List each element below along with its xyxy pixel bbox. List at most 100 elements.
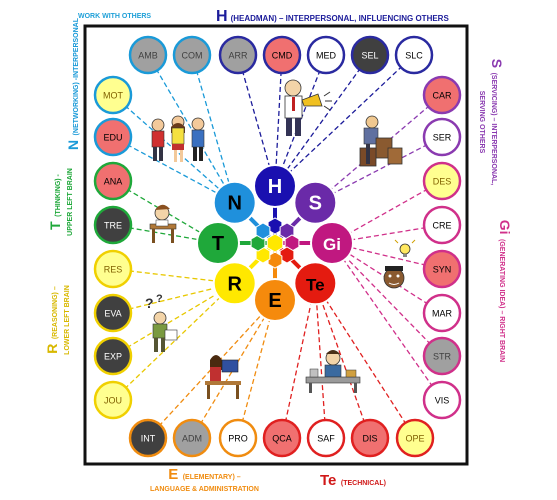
e-description-1: (ELEMENTARY) – (182, 474, 241, 481)
skill-node-com: COM (172, 35, 212, 75)
skill-circle-edu (93, 117, 133, 157)
reasoning-label: R (REASONING) – LOWER LEFT BRAIN (44, 265, 72, 375)
skill-label-vis: VIS (435, 396, 450, 406)
skill-label-arr: ARR (228, 51, 248, 61)
skill-node-med: MED (306, 35, 346, 75)
skill-label-mot: MOT (103, 91, 123, 101)
skill-label-jou: JOU (104, 396, 122, 406)
skill-node-ser: SER (422, 117, 462, 157)
r-description-2: LOWER LEFT BRAIN (64, 285, 71, 355)
skill-node-cmd: CMD (262, 35, 302, 75)
skill-label-ser: SER (433, 133, 452, 143)
skill-label-car: CAR (432, 91, 452, 101)
hex-n (255, 222, 271, 240)
skill-node-pro: PRO (218, 418, 258, 458)
hub-circle-te (293, 261, 338, 306)
skill-label-sel: SEL (361, 51, 378, 61)
skill-node-saf: SAF (306, 418, 346, 458)
connector-arr (237, 54, 276, 187)
skill-label-des: DES (433, 177, 452, 187)
skill-circle-dis (350, 418, 390, 458)
skill-circle-slc (394, 35, 434, 75)
hub-label-h: H (268, 176, 282, 198)
skill-label-qca: QCA (272, 434, 292, 444)
skill-circle-mot (93, 75, 133, 115)
illustrations: ? ? (145, 79, 416, 399)
skill-label-cre: CRE (432, 221, 451, 231)
skill-circle-str (422, 336, 462, 376)
connector-edu (112, 136, 236, 204)
h-letter: H (216, 8, 228, 25)
hub-circle-s (293, 180, 338, 225)
svg-text:?: ? (145, 295, 154, 311)
reasoning-question-illustration: ? ? (145, 293, 178, 352)
skill-label-edu: EDU (103, 133, 122, 143)
e-letter: E (168, 466, 179, 483)
t-description-1: (THINKING) - (55, 174, 62, 217)
skill-circle-res (93, 249, 133, 289)
thinking-student-illustration (149, 204, 177, 243)
skill-node-vis: VIS (422, 380, 462, 420)
skill-circle-cre (422, 205, 462, 245)
skill-node-amb: AMB (128, 35, 168, 75)
skill-node-dis: DIS (350, 418, 390, 458)
frame (83, 24, 469, 466)
skill-label-tre: TRE (104, 221, 122, 231)
skill-label-exp: EXP (104, 352, 122, 362)
skill-circle-ser (422, 117, 462, 157)
hub-label-r: R (227, 273, 242, 295)
elementary-label: E (ELEMENTARY) – LANGUAGE & ADMINISTRATI… (150, 467, 259, 494)
t-description-2: UPPER LEFT BRAIN (67, 168, 74, 236)
skill-label-mar: MAR (432, 309, 453, 319)
s-description-2: SERVING OTHERS (478, 90, 485, 154)
skill-circle-jou (93, 380, 133, 420)
hex-e (267, 251, 283, 269)
skill-node-mot: MOT (93, 75, 133, 115)
skill-label-amb: AMB (138, 51, 158, 61)
skill-label-res: RES (104, 265, 123, 275)
skill-node-syn: SYN (422, 249, 462, 289)
hub-label-t: T (212, 233, 224, 255)
skill-circle-adm (172, 418, 212, 458)
generating-idea-label: Gi (GENERATING IDEA) – RIGHT BRAIN (497, 206, 513, 376)
hub-label-s: S (309, 193, 322, 215)
servicing-luggage-illustration (359, 115, 403, 167)
skill-node-edu: EDU (93, 117, 133, 157)
skill-circle-cmd (262, 35, 302, 75)
hub-label-te: Te (306, 275, 325, 294)
skill-label-eva: EVA (104, 309, 121, 319)
skill-node-car: CAR (422, 75, 462, 115)
skill-label-ana: ANA (104, 177, 123, 187)
h-description: (HEADMAN) – INTERPERSONAL, INFLUENCING O… (230, 14, 449, 23)
skill-node-res: RES (93, 249, 133, 289)
center-hexagon (266, 233, 284, 253)
connector-str (331, 242, 443, 357)
skill-circle-arr (218, 35, 258, 75)
skill-circle-saf (306, 418, 346, 458)
skill-label-ope: OPE (405, 434, 424, 444)
s-description-1: (SERVICING) – INTERPERSONAL, (490, 72, 497, 186)
headman-label: H(HEADMAN) – INTERPERSONAL, INFLUENCING … (216, 8, 449, 26)
skill-label-dis: DIS (362, 434, 377, 444)
connector-ope (314, 282, 416, 439)
skill-circle-qca (262, 418, 302, 458)
servicing-label: S (SERVICING) – INTERPERSONAL, SERVING O… (477, 47, 505, 197)
te-letter: Te (320, 472, 337, 489)
skill-label-syn: SYN (433, 265, 452, 275)
idea-lightbulb-illustration (383, 239, 416, 289)
work-with-others-label: WORK WITH OTHERS (78, 13, 152, 20)
headman-megaphone-illustration (284, 79, 332, 136)
skill-circle-car (422, 75, 462, 115)
skill-node-eva: EVA (93, 293, 133, 333)
skill-circle-ope (395, 418, 435, 458)
hub-circle-e (253, 278, 297, 322)
skill-circle-exp (93, 336, 133, 376)
te-description: (TECHNICAL) (340, 480, 386, 487)
skill-circle-int (128, 418, 168, 458)
connector-res (112, 268, 235, 284)
skill-circle-sel (350, 35, 390, 75)
skill-label-adm: ADM (182, 434, 202, 444)
hub-label-n: N (227, 193, 241, 215)
